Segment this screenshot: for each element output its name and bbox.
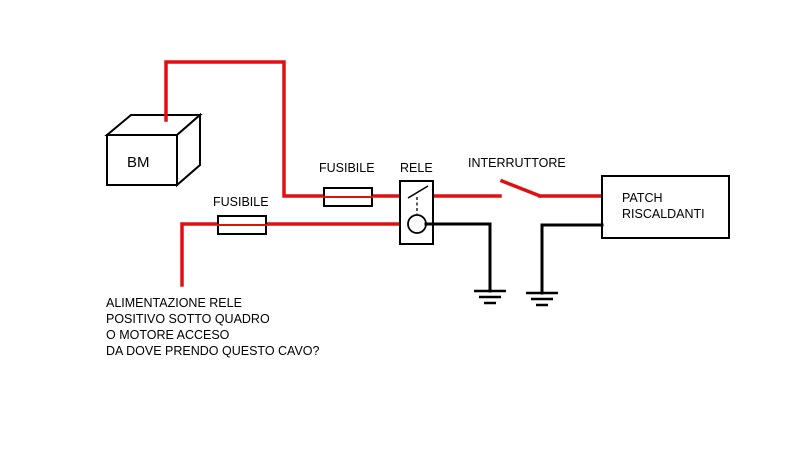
switch-label: INTERRUTTORE [468,156,566,170]
relay-body [399,180,434,245]
relay-switch-contact [407,185,429,199]
note-text: ALIMENTAZIONE RELE POSITIVO SOTTO QUADRO… [106,296,320,358]
relay-label: RELE [400,161,433,175]
battery-box: BM [104,112,203,188]
load-ground-wire [540,223,604,295]
battery-front-face [106,134,178,186]
switch-blade [499,178,543,199]
fuse-top: FUSIBILE [319,161,375,207]
note-line-1: ALIMENTAZIONE RELE [106,296,242,310]
heating-patch-label-line1: PATCH [622,191,663,205]
heating-patch: PATCH RISCALDANTI [601,175,730,239]
relay-ground-wire [424,222,492,293]
fuse-top-label: FUSIBILE [319,161,375,175]
note-line-3: O MOTORE ACCESO [106,328,230,342]
fuse-left-label: FUSIBILE [213,195,269,209]
fuse-left: FUSIBILE [213,195,269,235]
battery-label: BM [127,154,150,171]
positive-wire-main [164,60,326,198]
ground-symbol-load [526,291,558,307]
relay-feed-wire [180,222,220,287]
heating-patch-label-line2: RISCALDANTI [622,207,705,221]
ground-symbol-relay [474,289,506,305]
note-line-2: POSITIVO SOTTO QUADRO [106,312,270,326]
relay-coil [407,214,427,234]
note-line-4: DA DOVE PRENDO QUESTO CAVO? [106,344,320,358]
relay: RELE [399,161,434,245]
heating-patch-box [601,175,730,239]
